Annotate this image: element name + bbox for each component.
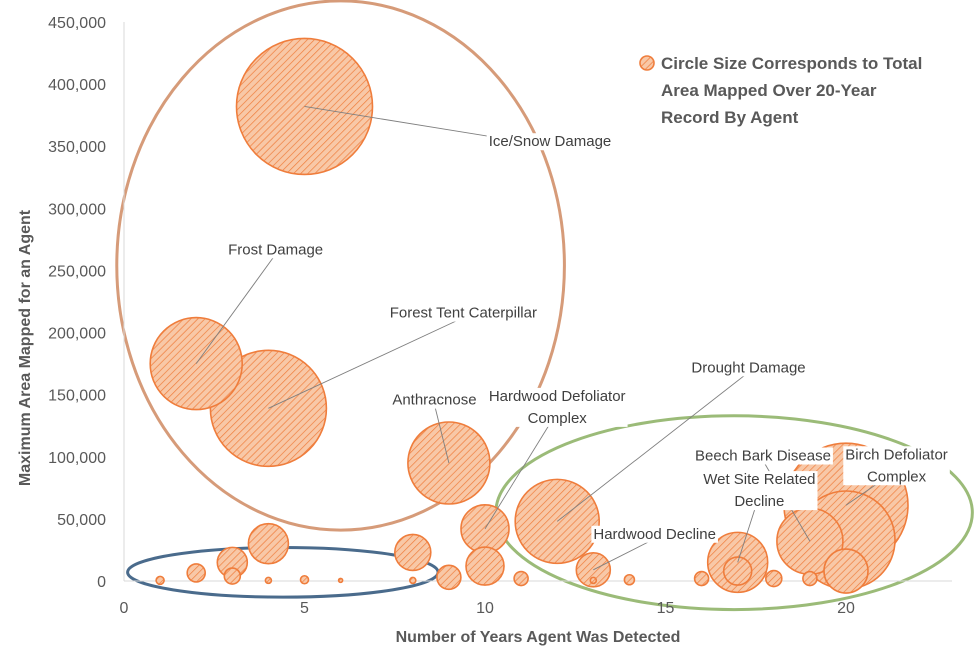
annotation-label: Frost Damage [228, 241, 323, 258]
legend-line-3: Record By Agent [661, 108, 799, 127]
group-ellipse-0 [115, 0, 566, 532]
y-tick-label: 250,000 [48, 263, 106, 280]
annotation-label-bg [486, 133, 614, 151]
legend-line-1: Circle Size Corresponds to Total [661, 54, 922, 73]
bubble-point [264, 576, 273, 585]
y-tick-label: 100,000 [48, 450, 106, 467]
annotation-label-bg [486, 387, 628, 427]
annotation-label: Forest Tent Caterpillar [390, 305, 537, 322]
bubble-point [722, 556, 753, 586]
bubble-point [589, 576, 598, 585]
bubble-point [513, 570, 529, 587]
bubbles [149, 37, 909, 594]
annotation-label-bg [390, 391, 479, 409]
y-tick-label: 50,000 [57, 512, 106, 529]
bubble-point [823, 548, 869, 594]
legend: Circle Size Corresponds to Total Area Ma… [639, 54, 922, 127]
y-tick-label: 300,000 [48, 201, 106, 218]
y-tick-label: 200,000 [48, 326, 106, 343]
bubble-point [393, 533, 432, 572]
y-tick-label: 400,000 [48, 77, 106, 94]
annotation-label-bg [701, 471, 818, 511]
bubble-point [764, 569, 783, 588]
annotation-label: Drought Damage [691, 359, 805, 376]
bubble-point [802, 570, 818, 587]
y-axis-title: Maximum Area Mapped for an Agent [17, 209, 34, 486]
y-tick-label: 150,000 [48, 388, 106, 405]
annotation-label-bg [689, 359, 808, 377]
annotation-label-bg [843, 446, 950, 486]
leader-line [268, 317, 464, 409]
annotation-label: Beech Bark Disease [695, 448, 831, 465]
tick-labels: 0 50,000 100,000 150,000 200,000 250,000 300,0… [48, 15, 855, 617]
bubble-point [623, 573, 636, 586]
x-tick-label: 20 [837, 600, 855, 617]
bubble-point [408, 576, 417, 585]
bubble-point [436, 564, 462, 591]
bubble-point [337, 577, 344, 584]
annotation-label: Hardwood Decline [593, 526, 716, 543]
leader-line [593, 538, 655, 571]
leader-line [556, 371, 749, 522]
bubble-point [223, 567, 242, 585]
annotation-label-bg [387, 304, 539, 322]
y-tick-label: 350,000 [48, 139, 106, 156]
leader-line [195, 254, 276, 364]
bubble-point [247, 522, 290, 565]
bubble-point [465, 546, 505, 586]
x-tick-label: 15 [657, 600, 675, 617]
annotation-label: Anthracnose [392, 392, 476, 409]
annotation-label-bg [226, 241, 326, 259]
bubble-point [186, 563, 206, 583]
x-axis-title: Number of Years Agent Was Detected [396, 629, 681, 646]
x-tick-label: 5 [300, 600, 309, 617]
y-tick-label: 0 [97, 574, 106, 591]
x-tick-label: 0 [120, 600, 129, 617]
annotation-label: Ice/Snow Damage [489, 133, 612, 150]
legend-line-2: Area Mapped Over 20-Year [661, 81, 877, 100]
annotation-label-bg [591, 525, 718, 543]
bubble-point [299, 574, 310, 585]
bubble-point [693, 570, 710, 587]
bubble-point [155, 575, 165, 586]
y-tick-label: 450,000 [48, 15, 106, 32]
annotation-label-bg [693, 447, 833, 465]
leader-line [434, 404, 450, 464]
x-tick-label: 10 [476, 600, 494, 617]
legend-bubble-icon [639, 55, 655, 71]
leader-line [484, 411, 558, 530]
